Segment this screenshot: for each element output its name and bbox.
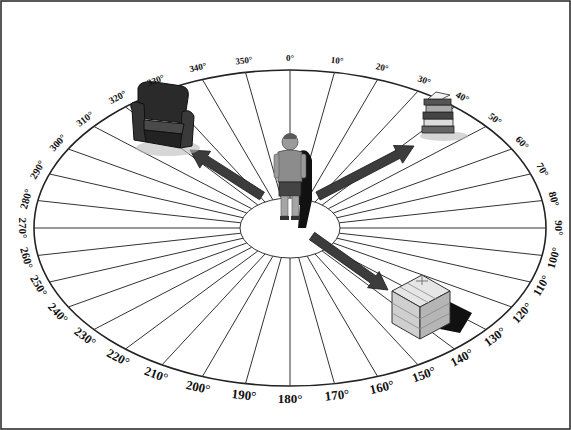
degree-spoke: [337, 174, 531, 218]
direction-arrow: [309, 232, 388, 290]
degree-label: 290°: [29, 159, 48, 181]
degree-label: 200°: [185, 379, 212, 397]
degree-label: 40°: [454, 90, 470, 105]
degree-spoke: [315, 91, 418, 202]
degree-label: 280°: [18, 187, 34, 209]
outer-ring: [34, 70, 546, 386]
person-figure: [274, 133, 312, 228]
degree-label: 60°: [514, 134, 531, 151]
armchair-icon: [131, 82, 200, 156]
degree-spoke: [94, 247, 252, 329]
degree-spoke: [322, 251, 454, 349]
degree-spoke: [202, 256, 272, 376]
degree-spoke: [339, 201, 542, 223]
degree-spoke: [38, 201, 241, 223]
degree-label: 270°: [17, 218, 28, 239]
degree-spoke: [38, 233, 241, 255]
degree-label: 70°: [534, 161, 550, 179]
degree-label: 140°: [449, 347, 476, 369]
degree-label: 300°: [48, 133, 68, 154]
degree-label: 260°: [18, 246, 35, 270]
degree-label: 180°: [278, 392, 303, 405]
degree-spoke: [49, 174, 243, 218]
degree-spoke: [162, 254, 265, 365]
degree-label: 250°: [28, 274, 49, 299]
degree-label: 50°: [487, 111, 504, 127]
degree-label: 110°: [531, 274, 552, 299]
compass-disc: [34, 70, 546, 386]
degree-label: 90°: [553, 220, 564, 235]
degree-spoke: [34, 228, 240, 229]
degree-spoke: [246, 72, 282, 198]
degree-spoke: [339, 233, 542, 255]
degree-label: 220°: [104, 347, 131, 369]
degree-spoke: [333, 149, 511, 213]
degree-spoke: [290, 258, 291, 386]
degree-label: 160°: [368, 379, 395, 397]
degree-label: 330°: [146, 73, 166, 88]
degree-label: 210°: [142, 365, 169, 385]
degree-spoke: [49, 238, 243, 282]
degree-label: 30°: [416, 74, 431, 87]
degree-spoke: [328, 126, 486, 208]
degree-spoke: [340, 228, 546, 229]
direction-arrow: [190, 150, 264, 200]
degree-label: 130°: [482, 325, 508, 349]
degree-label: 20°: [374, 62, 388, 74]
degree-label: 80°: [547, 190, 561, 207]
degree-label: 100°: [546, 246, 563, 270]
direction-arrows: [190, 145, 414, 290]
degree-label: 10°: [330, 55, 344, 65]
degree-spoke: [68, 243, 246, 307]
degree-label: 320°: [107, 89, 127, 106]
degree-label: 350°: [234, 55, 252, 66]
degree-label: 190°: [231, 388, 257, 404]
degree-spoke: [68, 149, 246, 213]
degree-spoke: [299, 258, 335, 384]
degree-label: 120°: [510, 301, 534, 326]
degree-spoke: [125, 251, 257, 349]
degree-spoke: [246, 258, 282, 384]
degree-label: 150°: [410, 365, 437, 385]
crate-icon: [392, 275, 472, 339]
degree-label: 340°: [189, 62, 208, 75]
direction-arrow: [316, 145, 414, 200]
degree-label: 170°: [324, 388, 350, 404]
degree-label: 310°: [74, 109, 95, 128]
degree-label: 240°: [46, 301, 70, 326]
degree-spoke: [94, 126, 252, 208]
degree-label: 0°: [286, 54, 294, 63]
degree-spoke: [125, 107, 257, 205]
degree-label: 230°: [72, 325, 98, 349]
